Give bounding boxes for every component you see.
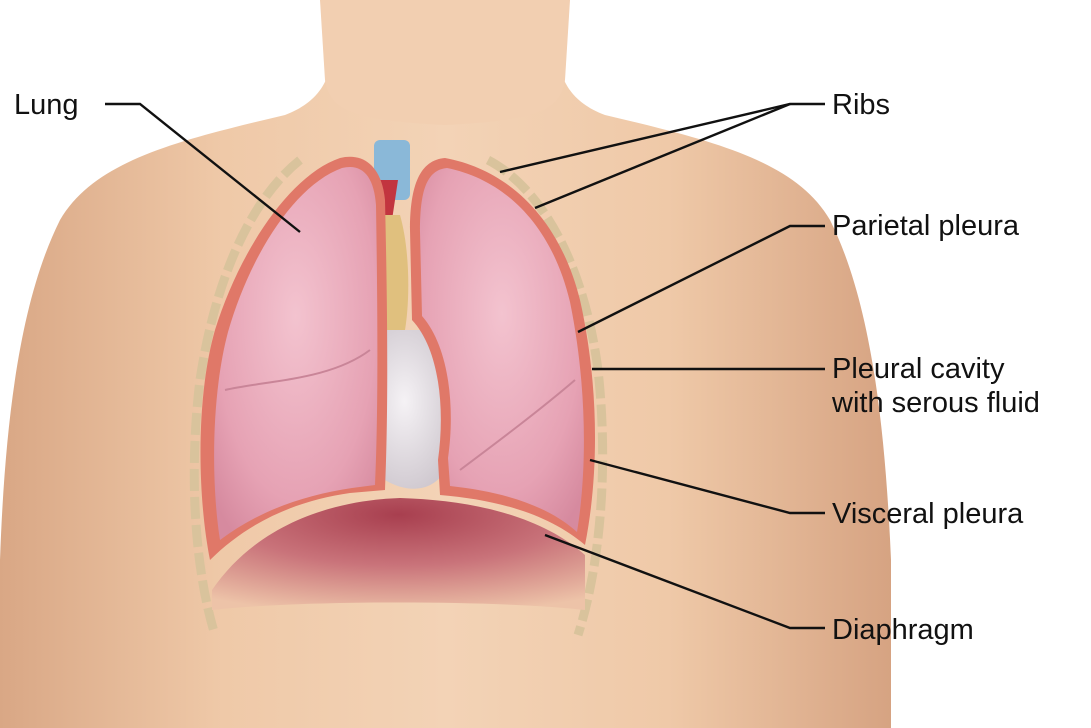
label-lung: Lung [14, 88, 79, 122]
label-pleural-cavity: Pleural cavity with serous fluid [832, 352, 1040, 420]
label-visceral-pleura: Visceral pleura [832, 497, 1023, 531]
label-parietal-pleura: Parietal pleura [832, 209, 1019, 243]
label-diaphragm: Diaphragm [832, 613, 974, 647]
label-pleural-cavity-line1: Pleural cavity [832, 352, 1040, 386]
neck-skin [320, 0, 570, 125]
label-ribs: Ribs [832, 88, 890, 122]
label-pleural-cavity-line2: with serous fluid [832, 386, 1040, 420]
